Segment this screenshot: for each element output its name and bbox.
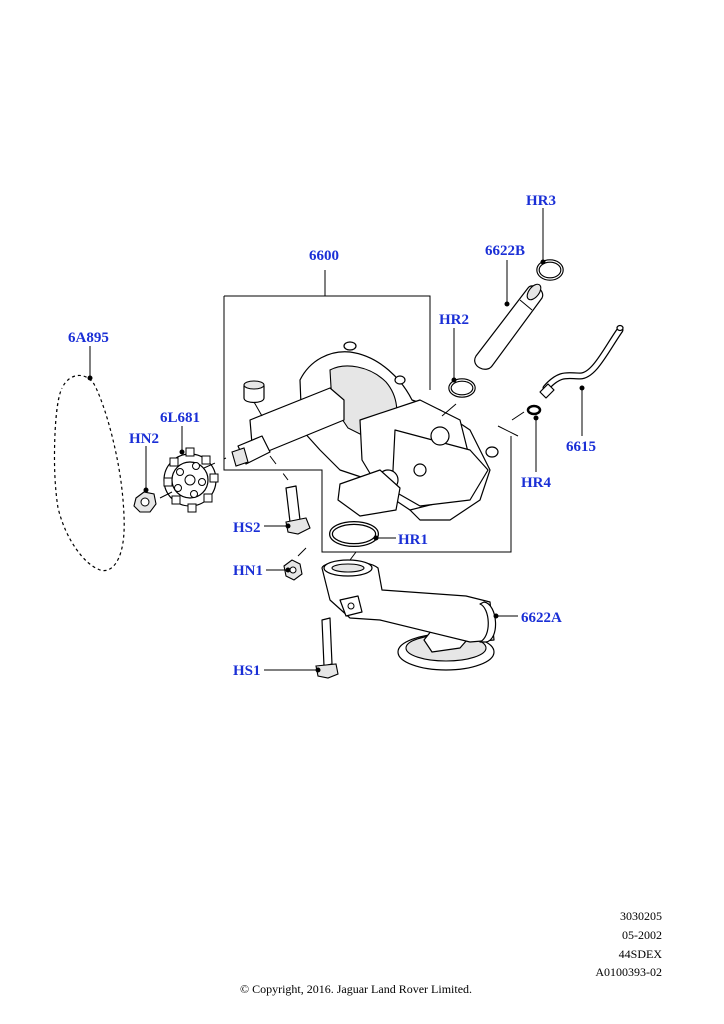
nut-hn2 [133, 491, 157, 513]
tube-6622b [474, 283, 544, 370]
callout-hs2: HS2 [233, 520, 261, 536]
reference-line-1: 3030205 [620, 909, 662, 923]
callout-hr3: HR3 [526, 193, 556, 209]
callout-6a895: 6A895 [68, 330, 109, 346]
oil-pickup-6622a [321, 559, 497, 671]
callout-hr2: HR2 [439, 312, 469, 328]
o-ring-hr2 [448, 378, 476, 398]
callout-hn1: HN1 [233, 563, 263, 579]
assembly-guides [159, 403, 525, 561]
assembly-bracket-6600 [223, 270, 512, 553]
reference-line-3: 44SDEX [618, 947, 662, 961]
o-ring-hr1 [329, 521, 379, 547]
o-ring-hr4 [526, 404, 542, 416]
copyright-notice: © Copyright, 2016. Jaguar Land Rover Lim… [239, 982, 473, 996]
leader-lines [87, 208, 585, 673]
callout-6622a: 6622A [521, 610, 562, 626]
callout-6622b: 6622B [485, 243, 525, 259]
reference-line-2: 05-2002 [622, 928, 662, 942]
reference-line-4: A0100393-02 [595, 965, 662, 979]
callout-6600: 6600 [309, 248, 339, 264]
sprocket [163, 447, 219, 513]
callout-hs1: HS1 [233, 663, 261, 679]
callout-hr1: HR1 [398, 532, 428, 548]
bolt-hs1 [315, 617, 339, 679]
callout-6l681: 6L681 [160, 410, 200, 426]
callout-hn2: HN2 [129, 431, 159, 447]
o-ring-hr3 [536, 259, 564, 281]
oil-pump [231, 341, 499, 521]
timing-chain [53, 374, 126, 572]
bolt-hs2 [285, 485, 311, 535]
callout-6615: 6615 [566, 439, 596, 455]
callout-hr4: HR4 [521, 475, 552, 491]
nut-hn1 [283, 559, 303, 581]
pipe-6615 [539, 324, 624, 399]
